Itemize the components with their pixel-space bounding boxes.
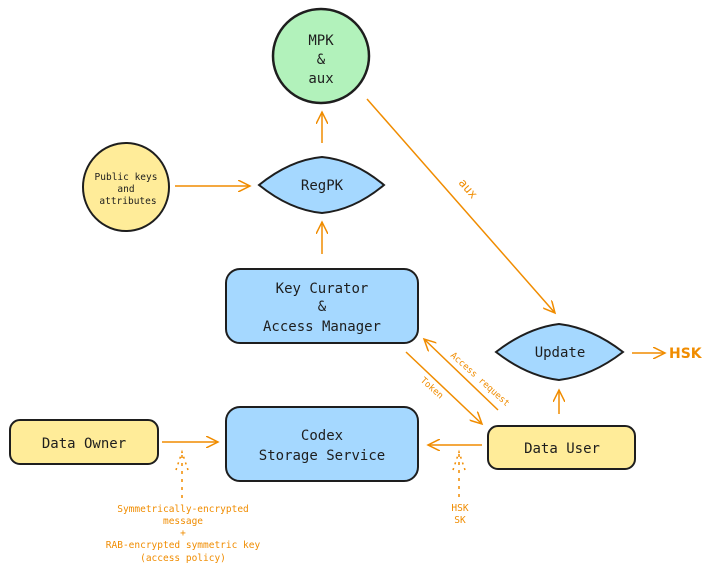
- mpk-aux-node[interactable]: MPK & aux: [271, 7, 371, 105]
- codex-node[interactable]: Codex Storage Service: [225, 406, 419, 482]
- user-payload-line-2: SK: [454, 515, 466, 526]
- arrow-token: [405, 351, 482, 424]
- owner-payload-line-5: (access policy): [140, 553, 226, 564]
- owner-payload-note: Symmetrically-encrypted message + RAB-en…: [106, 504, 261, 564]
- key-curator-line-3: Access Manager: [263, 319, 381, 335]
- mpk-line-2: &: [317, 52, 326, 68]
- dashed-owner-payload-head: [175, 449, 189, 471]
- owner-payload-line-2: message: [163, 516, 203, 527]
- arrow-aux: [366, 98, 555, 313]
- public-keys-line-1: Public keys: [95, 172, 158, 183]
- public-keys-line-3: attributes: [99, 196, 156, 207]
- key-curator-line-2: &: [318, 299, 327, 315]
- user-payload-line-1: HSK: [451, 503, 468, 514]
- key-curator-line-1: Key Curator: [276, 281, 369, 297]
- data-user-label: Data User: [524, 441, 600, 457]
- mpk-line-1: MPK: [308, 33, 334, 49]
- data-user-node[interactable]: Data User: [487, 425, 636, 470]
- codex-line-1: Codex: [301, 428, 343, 444]
- token-edge-label: Token: [418, 376, 445, 402]
- regpk-node[interactable]: RegPK: [257, 155, 386, 215]
- owner-payload-line-4: RAB-encrypted symmetric key: [106, 540, 261, 551]
- owner-payload-line-3: +: [180, 528, 186, 539]
- aux-edge-label: aux: [456, 176, 481, 202]
- regpk-label: RegPK: [301, 178, 344, 194]
- hsk-output-label: HSK: [669, 346, 703, 362]
- update-label: Update: [535, 345, 586, 361]
- key-curator-node[interactable]: Key Curator & Access Manager: [225, 268, 419, 344]
- dashed-user-payload-head: [452, 449, 466, 471]
- arrow-access-request: [424, 339, 499, 411]
- data-owner-node[interactable]: Data Owner: [9, 419, 159, 465]
- public-keys-node[interactable]: Public keys and attributes: [82, 142, 170, 232]
- codex-line-2: Storage Service: [259, 448, 385, 464]
- user-payload-note: HSK SK: [451, 503, 468, 526]
- public-keys-line-2: and: [117, 184, 134, 195]
- owner-payload-line-1: Symmetrically-encrypted: [117, 504, 249, 515]
- mpk-line-3: aux: [308, 71, 333, 87]
- data-owner-label: Data Owner: [42, 436, 126, 452]
- update-node[interactable]: Update: [494, 322, 625, 382]
